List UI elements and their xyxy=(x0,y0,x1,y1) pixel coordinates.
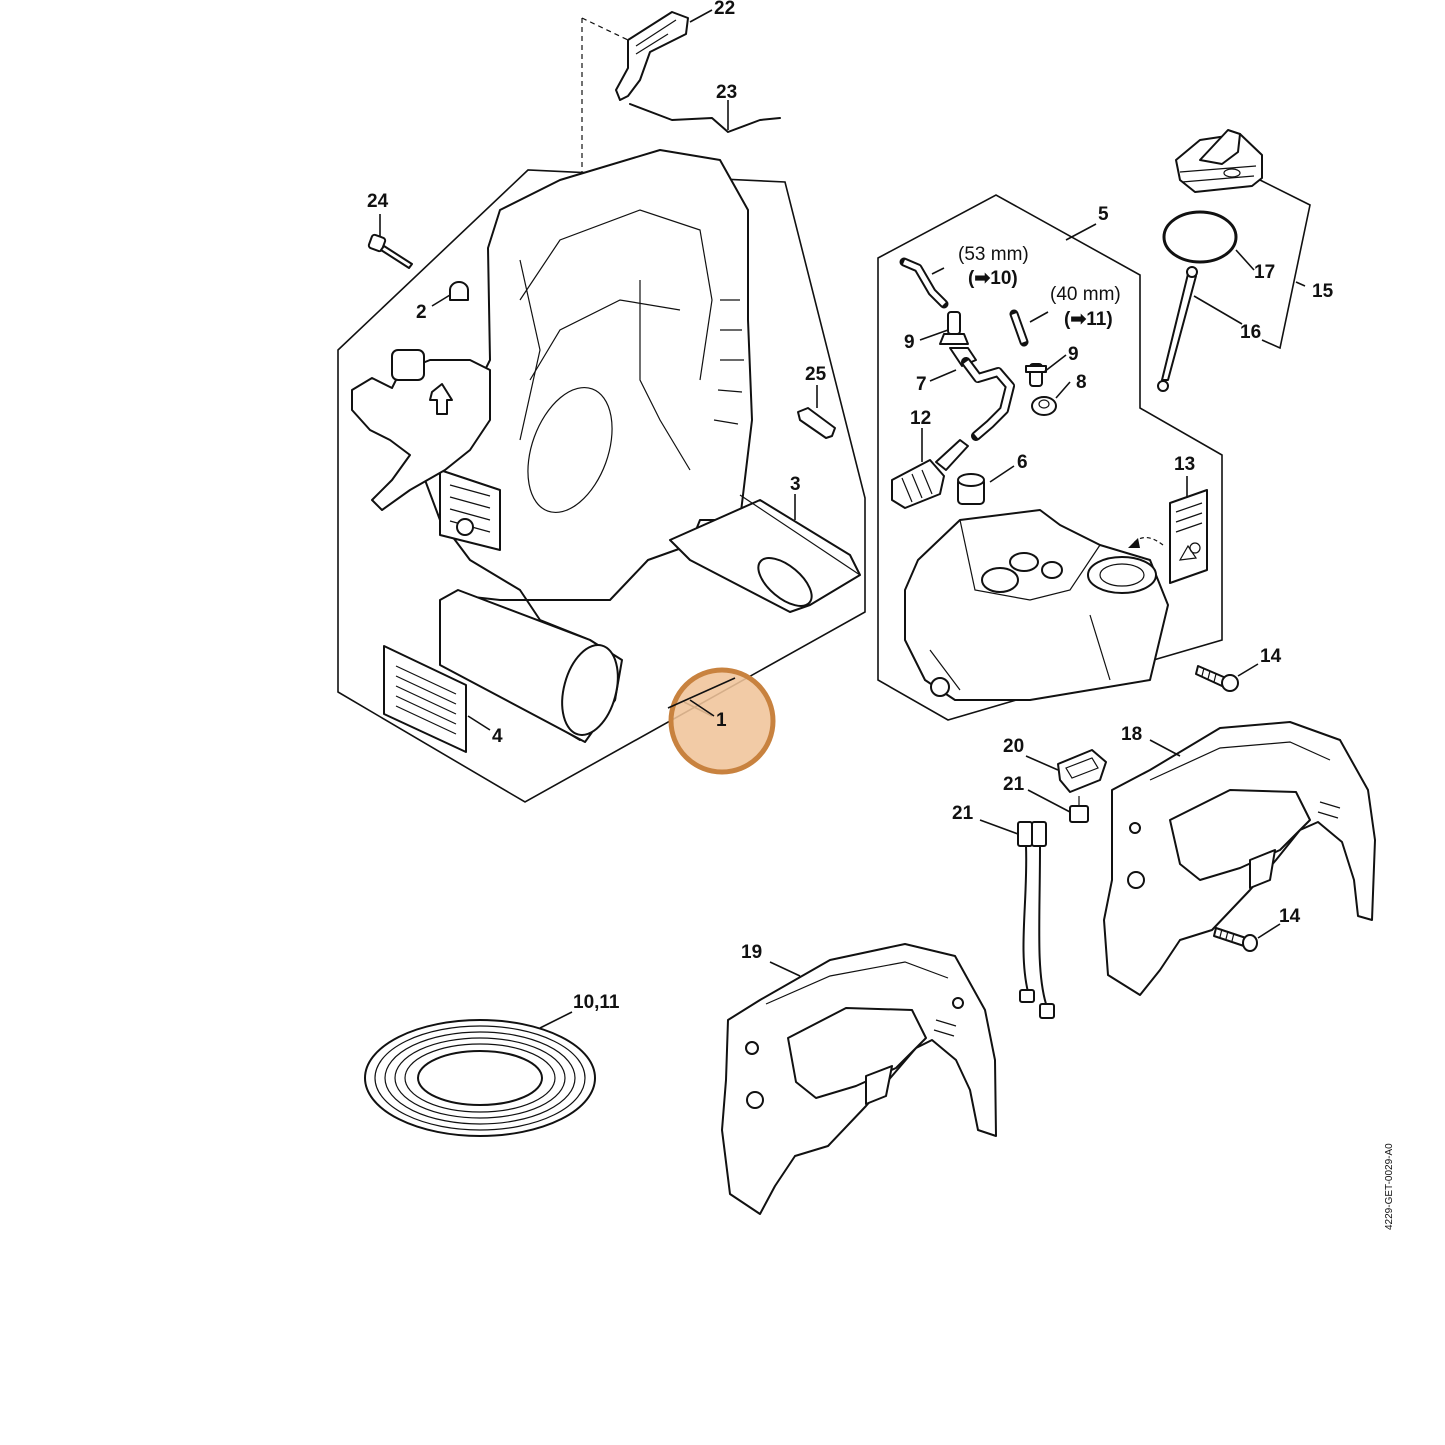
fuel-filter-12-part xyxy=(891,439,969,509)
callout-16: 16 xyxy=(1240,322,1261,343)
callout-14-bottom: 14 xyxy=(1279,906,1301,927)
callout-10-11: 10,11 xyxy=(573,992,620,1013)
hose-40mm-inner xyxy=(1011,313,1027,343)
throttle-rod-part xyxy=(629,103,781,133)
nozzle-tube-part xyxy=(669,494,861,613)
fuel-group-frame xyxy=(877,194,1223,721)
grommet-8-part xyxy=(1031,396,1057,416)
callout-8: 8 xyxy=(1076,372,1087,393)
suction-hose-7-part xyxy=(949,347,1015,441)
leader-lines xyxy=(379,9,1306,1029)
callout-14-top: 14 xyxy=(1260,646,1282,667)
hose-length-40mm: (40 mm) xyxy=(1050,284,1121,305)
hose-length-53mm: (53 mm) xyxy=(958,244,1029,265)
throttle-trigger-part xyxy=(615,11,689,101)
callout-22: 22 xyxy=(714,0,735,19)
bracket-15 xyxy=(1259,179,1311,350)
callout-5: 5 xyxy=(1098,204,1109,225)
handle-shell-19-part xyxy=(721,943,997,1215)
callout-23: 23 xyxy=(716,82,737,103)
screw-14-top-part xyxy=(1195,665,1239,692)
hose-ref-11: (➡11) xyxy=(1064,309,1113,330)
callout-21-lower: 21 xyxy=(952,803,974,824)
callout-13: 13 xyxy=(1174,454,1195,475)
callout-9-right: 9 xyxy=(1068,344,1079,365)
plug-2-part xyxy=(449,281,469,301)
callout-25: 25 xyxy=(805,364,827,385)
screw-24-part xyxy=(367,233,413,269)
tank-vent-6-part xyxy=(957,473,985,505)
o-ring-17-part xyxy=(1162,210,1238,264)
hose-ref-10: (➡10) xyxy=(968,268,1018,289)
coiled-hose-part xyxy=(364,1019,596,1137)
callout-2: 2 xyxy=(416,302,427,323)
fuel-tank-part xyxy=(904,509,1169,701)
callout-20: 20 xyxy=(1003,736,1024,757)
callout-3: 3 xyxy=(790,474,801,495)
wire-21-long-part xyxy=(1017,821,1055,1019)
pin-25-part xyxy=(797,407,836,439)
callout-19: 19 xyxy=(741,942,762,963)
callout-4: 4 xyxy=(492,726,503,747)
housing-group-frame xyxy=(337,169,866,803)
switch-20-part xyxy=(1057,749,1107,793)
callout-21-upper: 21 xyxy=(1003,774,1025,795)
valve-9-left-part xyxy=(939,311,969,345)
warning-label-part xyxy=(383,645,467,753)
valve-9-right-part xyxy=(1025,363,1047,387)
callout-1-leader xyxy=(667,677,736,717)
handle-shell-18-part xyxy=(1103,721,1376,996)
callout-7: 7 xyxy=(916,374,927,395)
callout-17: 17 xyxy=(1254,262,1275,283)
callout-6: 6 xyxy=(1017,452,1028,473)
callout-18: 18 xyxy=(1121,724,1142,745)
screw-14-bottom-part xyxy=(1213,927,1258,952)
filler-cap-15-part xyxy=(1175,129,1263,193)
wire-21-short-part xyxy=(1069,796,1089,823)
callout-12: 12 xyxy=(910,408,931,429)
callout-24: 24 xyxy=(367,191,389,212)
label-13-arrow xyxy=(1131,536,1164,546)
label-13-arrow-head xyxy=(1128,538,1140,548)
callout-9-left: 9 xyxy=(904,332,915,353)
warning-label-13-part xyxy=(1169,489,1208,584)
retainer-16-part xyxy=(1157,266,1198,392)
blower-housing-part xyxy=(424,149,753,743)
callout-1: 1 xyxy=(716,710,727,731)
housing-left-cover xyxy=(351,349,491,511)
callout-15: 15 xyxy=(1312,281,1334,302)
document-code: 4229-GET-0029-A0 xyxy=(1384,1143,1395,1230)
hose-53mm-inner xyxy=(903,259,946,306)
